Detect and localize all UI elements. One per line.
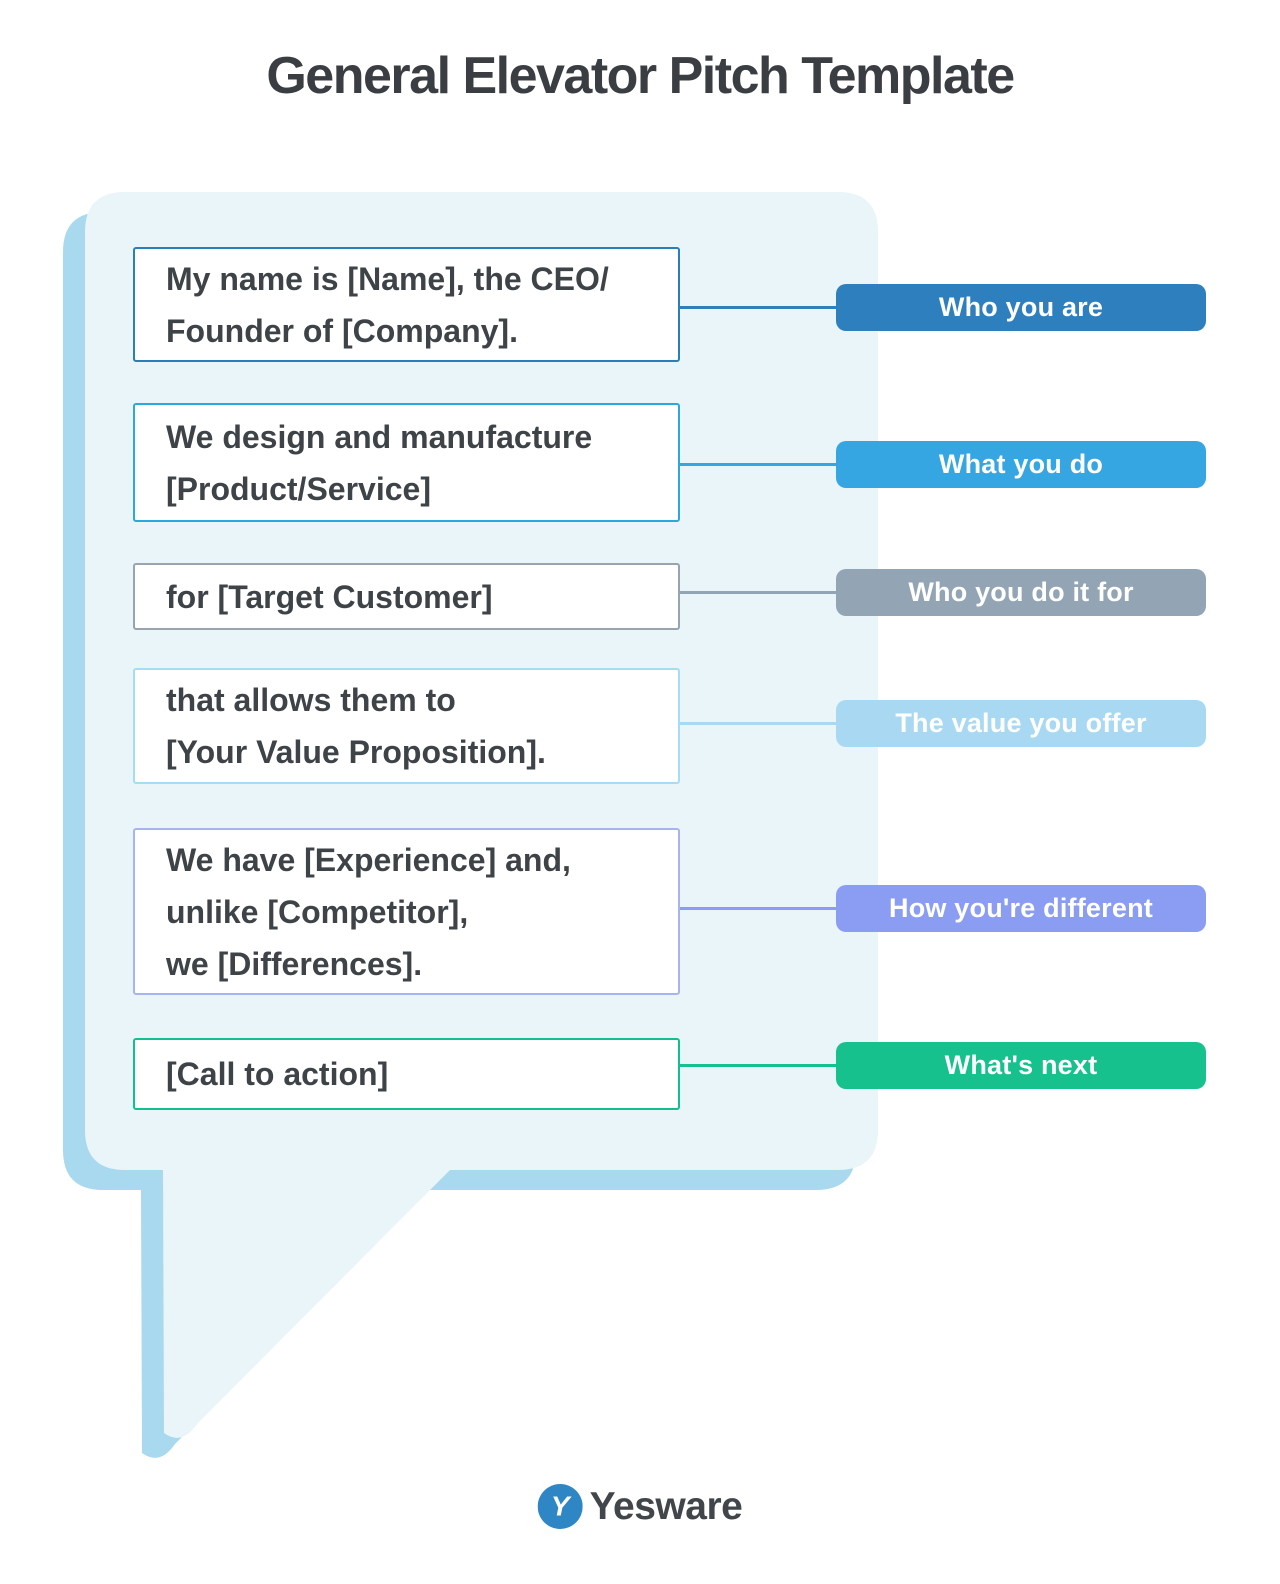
- pitch-box-line: [Call to action]: [166, 1056, 389, 1092]
- label-who-you-do-it-for: Who you do it for: [836, 569, 1206, 616]
- pitch-box-line: unlike [Competitor],: [166, 893, 469, 930]
- pitch-box-how-youre-different: We have [Experience] and, unlike [Compet…: [133, 828, 680, 995]
- connector-line-whats-next: [680, 1064, 837, 1067]
- connector-line-what-you-do: [680, 463, 837, 466]
- pitch-box-value-you-offer: that allows them to [Your Value Proposit…: [133, 668, 680, 784]
- pitch-box-line: My name is [Name], the CEO/: [166, 260, 609, 297]
- pitch-box-line: We design and manufacture: [166, 418, 593, 455]
- pitch-box-line: for [Target Customer]: [166, 578, 493, 615]
- yesware-logo-text: Yesware: [589, 1484, 743, 1528]
- connector-line-who-you-do-it-for: [680, 591, 837, 594]
- connector-line-who-you-are: [680, 306, 837, 309]
- pitch-box-line: that allows them to: [166, 682, 456, 718]
- label-how-youre-different: How you're different: [836, 885, 1206, 932]
- connector-line-value-you-offer: [680, 722, 837, 725]
- pitch-box-line: we [Differences].: [166, 945, 423, 982]
- speech-bubble-front: [85, 192, 878, 1438]
- pitch-box-who-you-do-it-for: for [Target Customer]: [133, 563, 680, 630]
- pitch-box-line: [Product/Service]: [166, 470, 431, 507]
- pitch-box-call-to-action: [Call to action]: [133, 1038, 680, 1110]
- yesware-logo: Y Yesware: [537, 1484, 743, 1529]
- pitch-box-who-you-are: My name is [Name], the CEO/ Founder of […: [133, 247, 680, 362]
- pitch-box-line: We have [Experience] and,: [166, 841, 571, 878]
- pitch-box-line: [Your Value Proposition].: [166, 734, 546, 770]
- page-title: General Elevator Pitch Template: [266, 47, 1015, 105]
- label-who-you-are: Who you are: [836, 284, 1206, 331]
- pitch-box-what-you-do: We design and manufacture [Product/Servi…: [133, 403, 680, 522]
- svg-text:Y: Y: [551, 1491, 572, 1522]
- label-what-you-do: What you do: [836, 441, 1206, 488]
- label-whats-next: What's next: [836, 1042, 1206, 1089]
- label-value-you-offer: The value you offer: [836, 700, 1206, 747]
- pitch-box-line: Founder of [Company].: [166, 312, 518, 349]
- yesware-logo-icon: Y: [537, 1484, 583, 1529]
- connector-line-how-youre-different: [680, 907, 837, 910]
